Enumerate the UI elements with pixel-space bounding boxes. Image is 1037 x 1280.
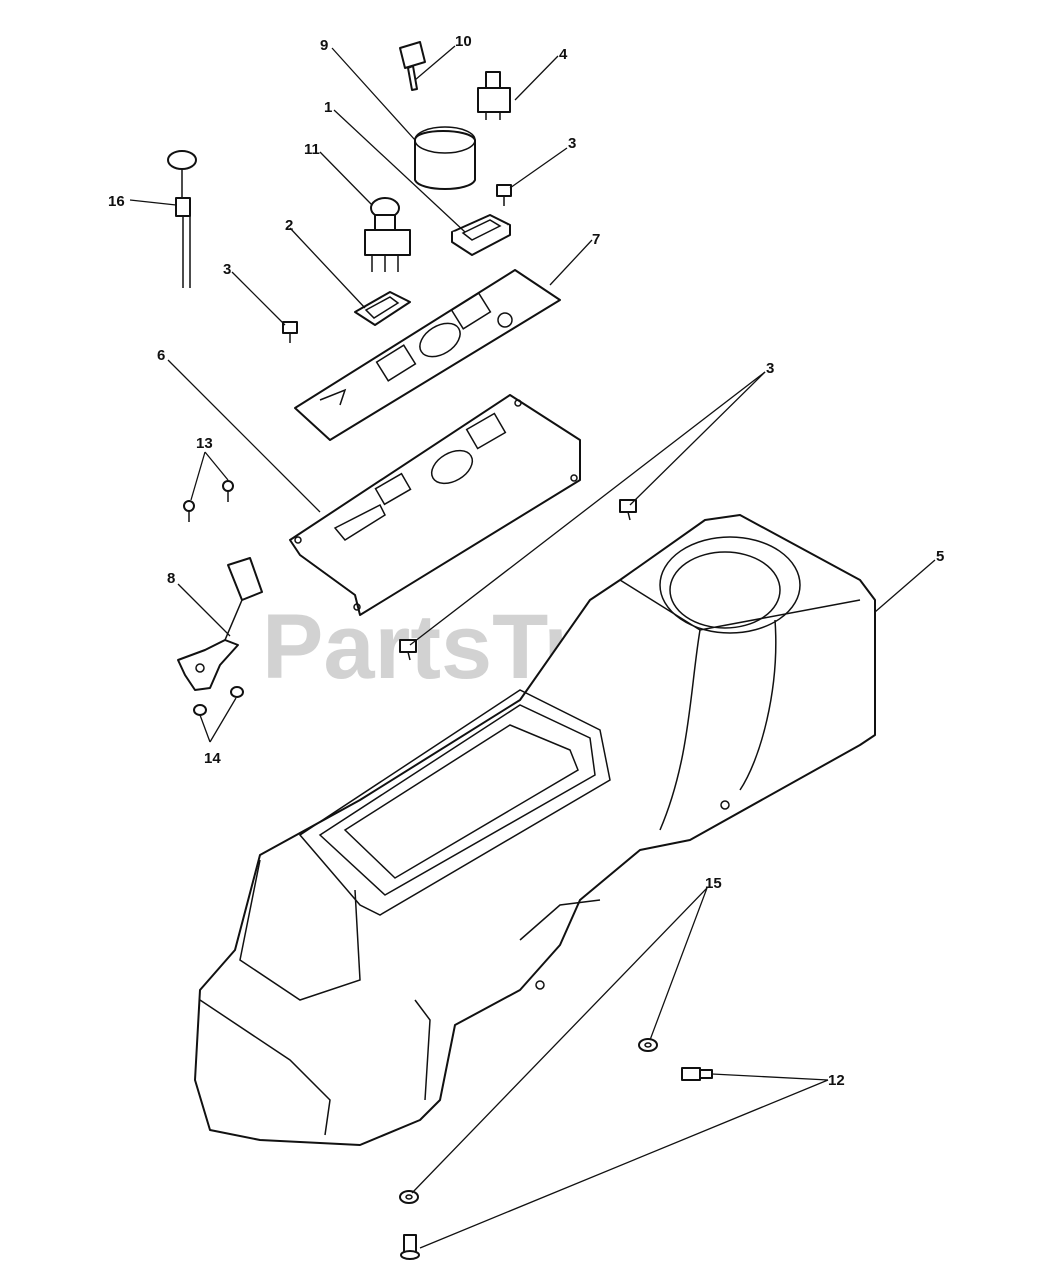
choke-cable (167, 150, 197, 288)
nut-14a (193, 704, 207, 716)
callout-2: 2 (285, 217, 293, 234)
washer-15b (399, 1190, 419, 1204)
callout-15: 15 (705, 875, 722, 892)
callout-13: 13 (196, 435, 213, 452)
callout-3-upper: 3 (568, 135, 576, 152)
decal-panel (294, 269, 561, 441)
callout-3-left: 3 (223, 261, 231, 278)
pto-switch (364, 197, 411, 272)
bolt-12a (681, 1067, 713, 1081)
leader-lines (129, 45, 936, 1249)
ignition-key (399, 41, 426, 91)
callout-9: 9 (320, 37, 328, 54)
screw-3c (619, 499, 637, 521)
screw-13a (183, 500, 195, 522)
callout-8: 8 (167, 570, 175, 587)
bolt-12b (400, 1234, 420, 1260)
callout-3-right: 3 (766, 360, 774, 377)
mounting-bracket (289, 394, 581, 616)
callout-10: 10 (455, 33, 472, 50)
rocker-switch (451, 214, 511, 256)
nut-14b (230, 686, 244, 698)
console-housing (194, 514, 876, 1146)
callout-6: 6 (157, 347, 165, 364)
switch-bezel (354, 291, 411, 326)
callout-5: 5 (936, 548, 944, 565)
screw-13b (222, 480, 234, 502)
callout-14: 14 (204, 750, 221, 767)
seat-switch (477, 71, 511, 120)
throttle-lever (177, 557, 263, 691)
callout-12: 12 (828, 1072, 845, 1089)
callout-7: 7 (592, 231, 600, 248)
callout-11: 11 (304, 141, 320, 158)
callout-16: 16 (108, 193, 125, 210)
washer-15a (638, 1038, 658, 1052)
callout-4: 4 (559, 46, 568, 63)
screw-3b (282, 321, 298, 343)
ignition-boot (414, 126, 476, 190)
screw-3a (496, 184, 512, 206)
callout-1: 1 (324, 99, 332, 116)
